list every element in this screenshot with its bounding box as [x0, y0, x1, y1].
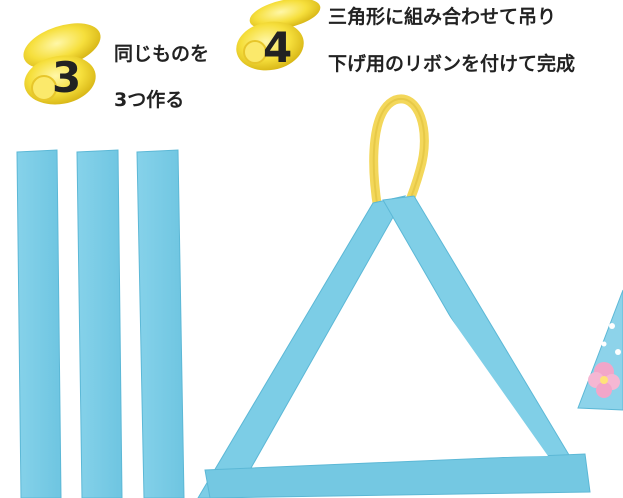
step4-instruction-line1: 三角形に組み合わせて吊り [328, 6, 557, 28]
step4-number: 4 [263, 23, 292, 72]
triangle-bottom-strip [204, 453, 591, 498]
decorated-ornament-partial [577, 289, 623, 411]
step3-instruction-line2: 3つ作る [114, 89, 185, 111]
paper-strip [136, 149, 185, 498]
ribbon-hanger [369, 94, 429, 220]
paper-strip [16, 149, 62, 498]
paper-strip [76, 149, 123, 498]
step4-lemon-icon [236, 0, 321, 71]
triangle-ornament [197, 195, 591, 498]
step3-number: 3 [52, 53, 81, 102]
step4-instruction-line2: 下げ用のリボンを付けて完成 [328, 53, 576, 75]
step3-instruction-line1: 同じものを [114, 43, 210, 65]
paper-strip-set [16, 149, 185, 498]
step3-lemon-icon [23, 23, 101, 105]
